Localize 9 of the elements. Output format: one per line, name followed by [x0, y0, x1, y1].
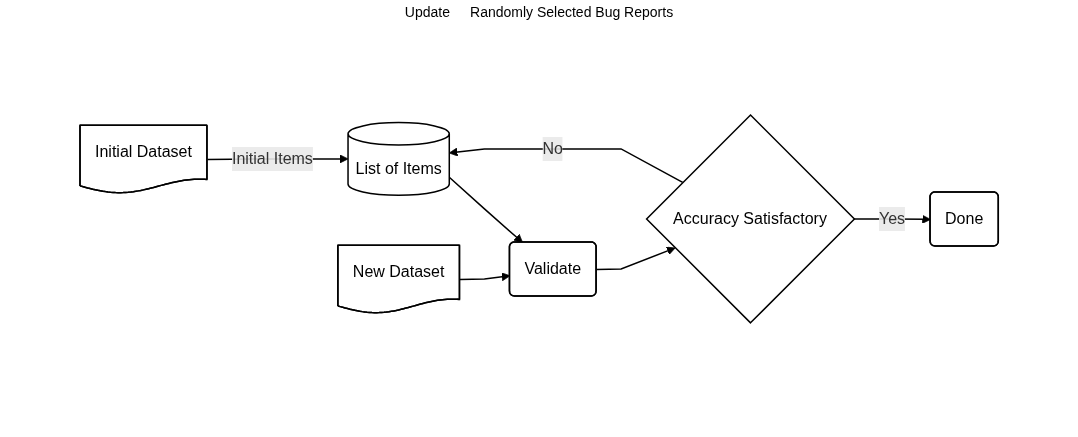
note-text: Randomly Selected Bug Reports — [470, 4, 674, 20]
arrow — [595, 246, 676, 270]
arrow — [448, 176, 523, 243]
note-text: Update — [404, 4, 450, 20]
arrow — [448, 147, 684, 183]
node-diamond: Accuracy Satisfactory — [645, 113, 856, 324]
edge-label: No — [542, 139, 563, 157]
edge-label: Yes — [878, 209, 905, 227]
edge-label: Initial Items — [231, 149, 313, 167]
